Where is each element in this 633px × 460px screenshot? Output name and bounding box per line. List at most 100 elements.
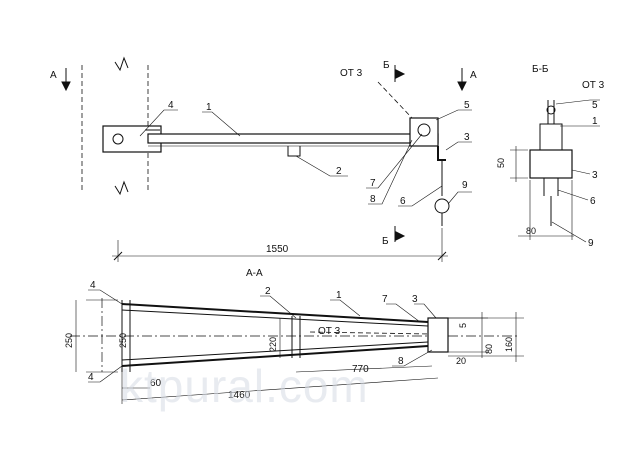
section-a-arrowhead-right — [457, 81, 467, 92]
leader-5 — [435, 109, 472, 121]
leader-8 — [368, 139, 413, 205]
dim-220: 220 — [268, 337, 278, 352]
ot3-plan-label: ОТ 3 — [318, 326, 341, 337]
leader-6 — [398, 185, 443, 207]
leader-plan-3 — [414, 303, 437, 319]
hanger-eye — [434, 198, 450, 214]
part-6-elev: 6 — [400, 196, 406, 207]
leader-plan-4-bottom — [88, 365, 123, 383]
part-7-elev: 7 — [370, 178, 376, 189]
part-8-plan: 8 — [398, 356, 404, 367]
part-2-elev: 2 — [336, 166, 342, 177]
wire-ot3-top — [377, 81, 413, 119]
leader-side-9 — [551, 221, 587, 243]
section-a-arrowhead-left — [61, 81, 71, 92]
side-beam-section — [529, 149, 573, 179]
clamp-bolt — [417, 123, 431, 137]
side-bracket-legs — [543, 178, 559, 196]
part-4-plan-top: 4 — [90, 280, 96, 291]
leader-plan-7 — [386, 303, 421, 323]
lower-arm — [121, 345, 429, 367]
mounting-hole — [112, 133, 124, 145]
dim-80-plan: 80 — [484, 344, 494, 354]
plan-end-plate — [427, 317, 449, 353]
dim-250-outer: 250 — [64, 333, 74, 348]
leader-plan-1 — [330, 299, 361, 317]
side-bolt — [546, 105, 556, 115]
dim-1550: 1550 — [266, 244, 289, 255]
leader-2 — [295, 155, 348, 177]
upper-arm-inner — [121, 309, 429, 327]
section-bb-title: Б-Б — [532, 64, 549, 75]
column-break-top — [114, 56, 129, 72]
part-9-elev: 9 — [462, 180, 468, 191]
dim-1460: 1460 — [228, 390, 251, 401]
plan-view: А-А ОТ 3 4 4 2 1 7 3 8 250 — [64, 268, 524, 404]
ot3-top-label: ОТ 3 — [340, 68, 363, 79]
part-6-side: 6 — [590, 196, 596, 207]
leader-4 — [139, 109, 178, 137]
angle-bracket — [437, 146, 446, 161]
dim-770: 770 — [352, 364, 369, 375]
part-8-elev: 8 — [370, 194, 376, 205]
section-a-label-left: А — [50, 70, 57, 81]
dim-1460-line — [121, 377, 439, 401]
part-1-side: 1 — [592, 116, 598, 127]
section-b-arrow-top — [395, 69, 406, 79]
part-3-side: 3 — [592, 170, 598, 181]
dim-20: 20 — [456, 356, 466, 366]
dim-770-line — [295, 365, 433, 373]
dim-50-lines — [510, 146, 528, 182]
leader-9 — [447, 191, 472, 205]
side-wire-clamp — [547, 100, 555, 124]
section-a-label-right: А — [470, 70, 477, 81]
cross-brace — [291, 316, 301, 358]
dim-1550-tick-right — [437, 251, 447, 261]
part-1-elev: 1 — [206, 102, 212, 113]
dim-5: 5 — [458, 323, 468, 328]
plan-wire-ot3 — [309, 331, 431, 335]
part-9-side: 9 — [588, 238, 594, 249]
elevation-view: А ОТ 3 Б Б А 4 1 — [50, 56, 477, 262]
plan-column-outline — [86, 299, 118, 373]
part-3-plan: 3 — [412, 294, 418, 305]
leader-1 — [202, 111, 241, 137]
part-5-elev: 5 — [464, 100, 470, 111]
leader-plan-4-top — [88, 289, 123, 305]
dim-160: 160 — [504, 337, 514, 352]
dim-160-lines — [448, 312, 524, 362]
leader-3 — [445, 141, 472, 151]
watermark: ktpural.com — [120, 360, 369, 412]
part-3-elev: 3 — [464, 132, 470, 143]
part-4-plan-bottom: 4 — [88, 372, 94, 383]
dim-250-inner: 250 — [118, 333, 128, 348]
main-beam — [147, 133, 439, 144]
leader-7 — [366, 133, 423, 189]
leader-plan-2 — [260, 295, 297, 319]
leader-plan-8 — [392, 349, 433, 367]
dim-1550-tick-left — [113, 251, 123, 261]
ot3-side-label: ОТ 3 — [582, 80, 605, 91]
part-1-plan: 1 — [336, 290, 342, 301]
end-clamp — [409, 117, 439, 147]
dim-60: 60 — [150, 378, 162, 389]
column-break-bottom — [114, 180, 129, 196]
section-aa-title: А-А — [246, 268, 263, 279]
leader-side-3 — [571, 169, 591, 175]
side-clamp-body — [539, 123, 563, 151]
upper-arm — [121, 303, 429, 323]
section-b-label-top: Б — [383, 60, 390, 71]
part-5-side: 5 — [592, 100, 598, 111]
part-2-plan: 2 — [265, 286, 271, 297]
leader-side-6 — [557, 189, 589, 201]
section-b-arrow-bottom — [395, 231, 406, 241]
support-plate — [287, 146, 301, 157]
part-7-plan: 7 — [382, 294, 388, 305]
part-4-elev: 4 — [168, 100, 174, 111]
dim-50: 50 — [496, 158, 506, 168]
lower-arm-inner — [121, 341, 429, 361]
section-b-label-bottom: Б — [382, 236, 389, 247]
leader-side-5 — [555, 99, 600, 105]
dim-80-lines — [518, 180, 574, 240]
